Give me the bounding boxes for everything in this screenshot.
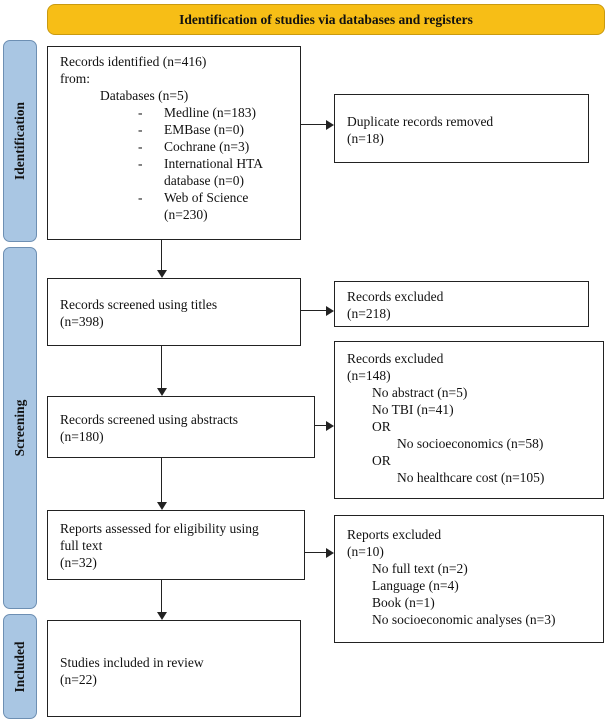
eligibility-box: Reports assessed for eligibility using f… bbox=[47, 510, 305, 580]
screened-titles-box: Records screened using titles (n=398) bbox=[47, 278, 301, 346]
database-dash: - bbox=[138, 122, 143, 137]
arrow-line-4 bbox=[161, 580, 163, 612]
reports-excluded-line1: Reports excluded bbox=[347, 527, 442, 542]
database-item: - Cochrane (n=3) bbox=[60, 138, 288, 155]
database-item: - International HTA bbox=[60, 155, 288, 172]
reports-excluded-language: Language (n=4) bbox=[372, 578, 459, 593]
arrow-head-h3 bbox=[326, 421, 334, 431]
phase-identification: Identification bbox=[3, 40, 37, 242]
database-label: EMBase (n=0) bbox=[164, 122, 244, 137]
excluded-no-socioeconomics: No socioeconomics (n=58) bbox=[397, 436, 544, 451]
screened-abstracts-line2: (n=180) bbox=[60, 429, 104, 444]
arrow-line-h2 bbox=[301, 310, 326, 312]
included-box: Studies included in review (n=22) bbox=[47, 620, 301, 717]
excluded-no-healthcare-cost: No healthcare cost (n=105) bbox=[397, 470, 545, 485]
arrow-line-h4 bbox=[305, 552, 326, 554]
arrow-head-1 bbox=[157, 270, 167, 278]
phase-screening-label: Screening bbox=[12, 399, 27, 457]
arrow-head-2 bbox=[157, 388, 167, 396]
database-item: - Medline (n=183) bbox=[60, 104, 288, 121]
eligibility-line3: (n=32) bbox=[60, 555, 97, 570]
database-list: - Medline (n=183) - EMBase (n=0) - Cochrane (… bbox=[60, 104, 288, 223]
phase-identification-label: Identification bbox=[12, 101, 27, 181]
database-label: Cochrane (n=3) bbox=[164, 139, 250, 154]
included-line2: (n=22) bbox=[60, 672, 97, 687]
excluded-no-tbi: No TBI (n=41) bbox=[372, 402, 454, 417]
duplicates-removed-box: Duplicate records removed (n=18) bbox=[334, 94, 589, 163]
arrow-head-3 bbox=[157, 502, 167, 510]
database-label: International HTA bbox=[164, 156, 264, 171]
arrow-line-3 bbox=[161, 458, 163, 502]
excluded-abstracts-box: Records excluded (n=148) No abstract (n=… bbox=[334, 341, 604, 499]
header-title: Identification of studies via databases … bbox=[179, 11, 473, 27]
reports-excluded-no-analyses: No socioeconomic analyses (n=3) bbox=[372, 612, 556, 627]
arrow-head-4 bbox=[157, 612, 167, 620]
records-identified-line1: Records identified (n=416) bbox=[60, 54, 207, 69]
screened-abstracts-box: Records screened using abstracts (n=180) bbox=[47, 396, 315, 458]
screened-abstracts-line1: Records screened using abstracts bbox=[60, 412, 239, 427]
arrow-line-2 bbox=[161, 346, 163, 388]
reports-excluded-line2: (n=10) bbox=[347, 544, 384, 559]
reports-excluded-box: Reports excluded (n=10) No full text (n=… bbox=[334, 515, 604, 643]
database-label: database (n=0) bbox=[164, 173, 244, 188]
database-item: (n=230) bbox=[60, 206, 288, 223]
database-dash: - bbox=[138, 156, 143, 171]
duplicates-line2: (n=18) bbox=[347, 131, 384, 146]
arrow-head-h4 bbox=[326, 548, 334, 558]
reports-excluded-no-full-text: No full text (n=2) bbox=[372, 561, 468, 576]
database-dash: - bbox=[138, 139, 143, 154]
records-identified-box: Records identified (n=416) from: Databas… bbox=[47, 46, 301, 240]
eligibility-line1: Reports assessed for eligibility using bbox=[60, 521, 259, 536]
screened-titles-line1: Records screened using titles bbox=[60, 297, 218, 312]
arrow-line-h3 bbox=[315, 425, 326, 427]
eligibility-line2: full text bbox=[60, 538, 103, 553]
arrow-head-h1 bbox=[326, 120, 334, 130]
screened-titles-line2: (n=398) bbox=[60, 314, 104, 329]
database-item: - EMBase (n=0) bbox=[60, 121, 288, 138]
records-identified-line3: Databases (n=5) bbox=[100, 88, 189, 103]
included-line1: Studies included in review bbox=[60, 655, 204, 670]
phase-included: Included bbox=[3, 614, 37, 719]
excluded-or-2: OR bbox=[372, 453, 391, 468]
database-label: Web of Science bbox=[164, 190, 249, 205]
database-item: - Web of Science bbox=[60, 189, 288, 206]
records-identified-line2: from: bbox=[60, 71, 90, 86]
excluded-abstracts-line2: (n=148) bbox=[347, 368, 391, 383]
reports-excluded-book: Book (n=1) bbox=[372, 595, 435, 610]
arrow-line-h1 bbox=[301, 124, 326, 126]
database-label: (n=230) bbox=[164, 207, 208, 222]
phase-included-label: Included bbox=[12, 640, 27, 693]
duplicates-line1: Duplicate records removed bbox=[347, 114, 494, 129]
excluded-no-abstract: No abstract (n=5) bbox=[372, 385, 468, 400]
database-dash: - bbox=[138, 105, 143, 120]
header-banner: Identification of studies via databases … bbox=[47, 4, 605, 35]
phase-screening: Screening bbox=[3, 247, 37, 609]
arrow-head-h2 bbox=[326, 306, 334, 316]
database-dash: - bbox=[138, 190, 143, 205]
excluded-abstracts-line1: Records excluded bbox=[347, 351, 444, 366]
database-item: database (n=0) bbox=[60, 172, 288, 189]
excluded-or-1: OR bbox=[372, 419, 391, 434]
excluded-titles-line1: Records excluded bbox=[347, 289, 444, 304]
arrow-line-1 bbox=[161, 240, 163, 270]
excluded-titles-box: Records excluded (n=218) bbox=[334, 281, 589, 327]
database-label: Medline (n=183) bbox=[164, 105, 256, 120]
excluded-titles-line2: (n=218) bbox=[347, 306, 391, 321]
